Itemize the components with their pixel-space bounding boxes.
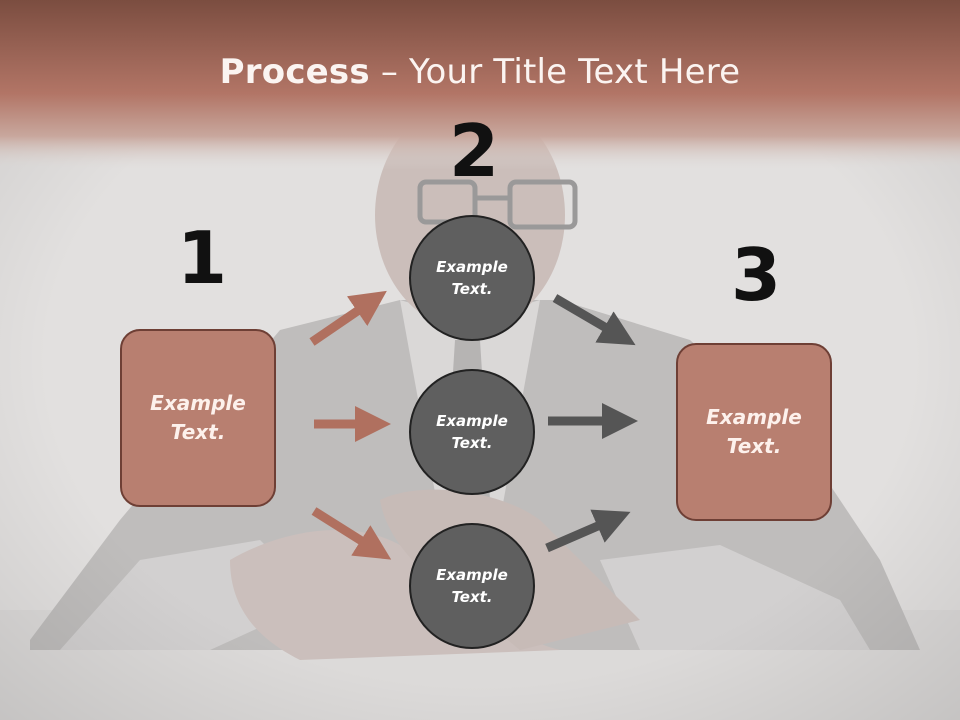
step-2-number: 2 (449, 109, 500, 193)
arrow-1-to-2c (311, 507, 392, 560)
title-rest: Your Title Text Here (409, 52, 741, 92)
slide-title: Process – Your Title Text Here (0, 52, 960, 92)
title-dash: – (369, 52, 410, 92)
arrow-1-to-2a (309, 290, 387, 346)
step-3-number: 3 (731, 233, 782, 317)
arrow-2a-to-3 (552, 294, 636, 346)
title-bold: Process (219, 52, 370, 92)
arrow-2c-to-3 (545, 509, 631, 553)
step-1-number: 1 (177, 216, 228, 300)
